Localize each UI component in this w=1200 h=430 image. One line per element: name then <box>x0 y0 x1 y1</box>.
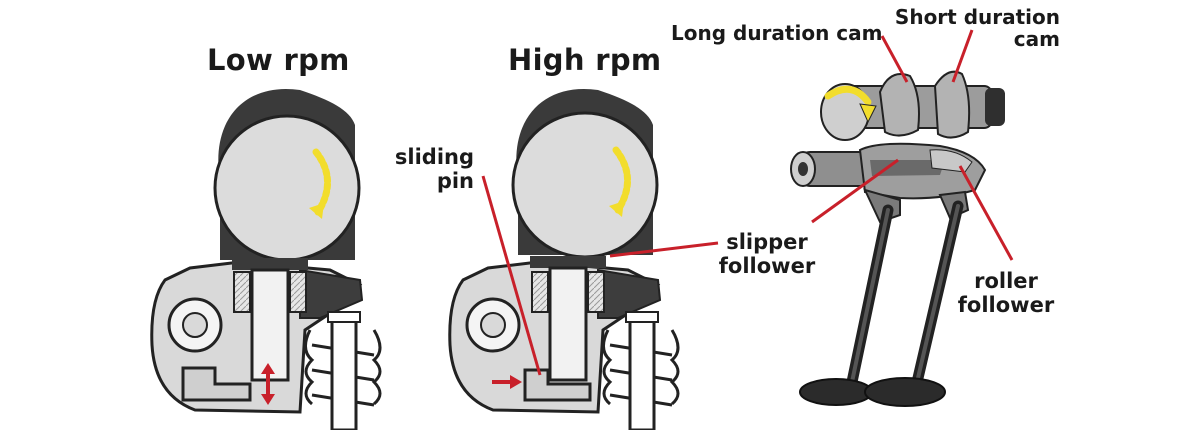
high-rpm-rocker-arm <box>450 256 660 412</box>
short-duration-cam-label-line2: cam <box>884 28 1060 50</box>
sliding-pin-label: sliding pin <box>392 146 474 193</box>
slipper-follower-label-line2: follower <box>714 255 820 279</box>
roller-follower-leader <box>960 166 1012 260</box>
low-rpm-rocker-arm <box>152 258 362 412</box>
short-duration-cam-label: Short duration cam <box>884 6 1060 51</box>
roller-follower-label-line1: roller <box>950 270 1062 294</box>
sliding-pin-label-line2: pin <box>392 170 474 194</box>
high-rpm-title: High rpm <box>508 44 661 76</box>
high-rpm-mechanism <box>450 89 718 430</box>
long-duration-cam <box>880 74 919 136</box>
roller-follower-label-line2: follower <box>950 294 1062 318</box>
roller-follower-label: roller follower <box>950 270 1062 317</box>
low-rpm-title: Low rpm <box>207 44 350 76</box>
low-rpm-camshaft <box>215 89 359 260</box>
slipper-follower-label: slipper follower <box>714 231 820 278</box>
intake-valves <box>800 206 958 406</box>
high-rpm-valve-spring <box>603 312 678 430</box>
camshaft-assembly <box>791 30 1012 406</box>
slipper-follower-label-line1: slipper <box>714 231 820 255</box>
long-duration-cam-label: Long duration cam <box>671 22 882 44</box>
low-rpm-valve-spring <box>305 312 380 430</box>
sliding-pin-label-line1: sliding <box>392 146 474 170</box>
rocker-arms <box>860 144 985 222</box>
low-rpm-mechanism <box>152 89 380 430</box>
high-rpm-camshaft <box>513 89 657 257</box>
short-duration-cam-label-line1: Short duration <box>884 6 1060 28</box>
